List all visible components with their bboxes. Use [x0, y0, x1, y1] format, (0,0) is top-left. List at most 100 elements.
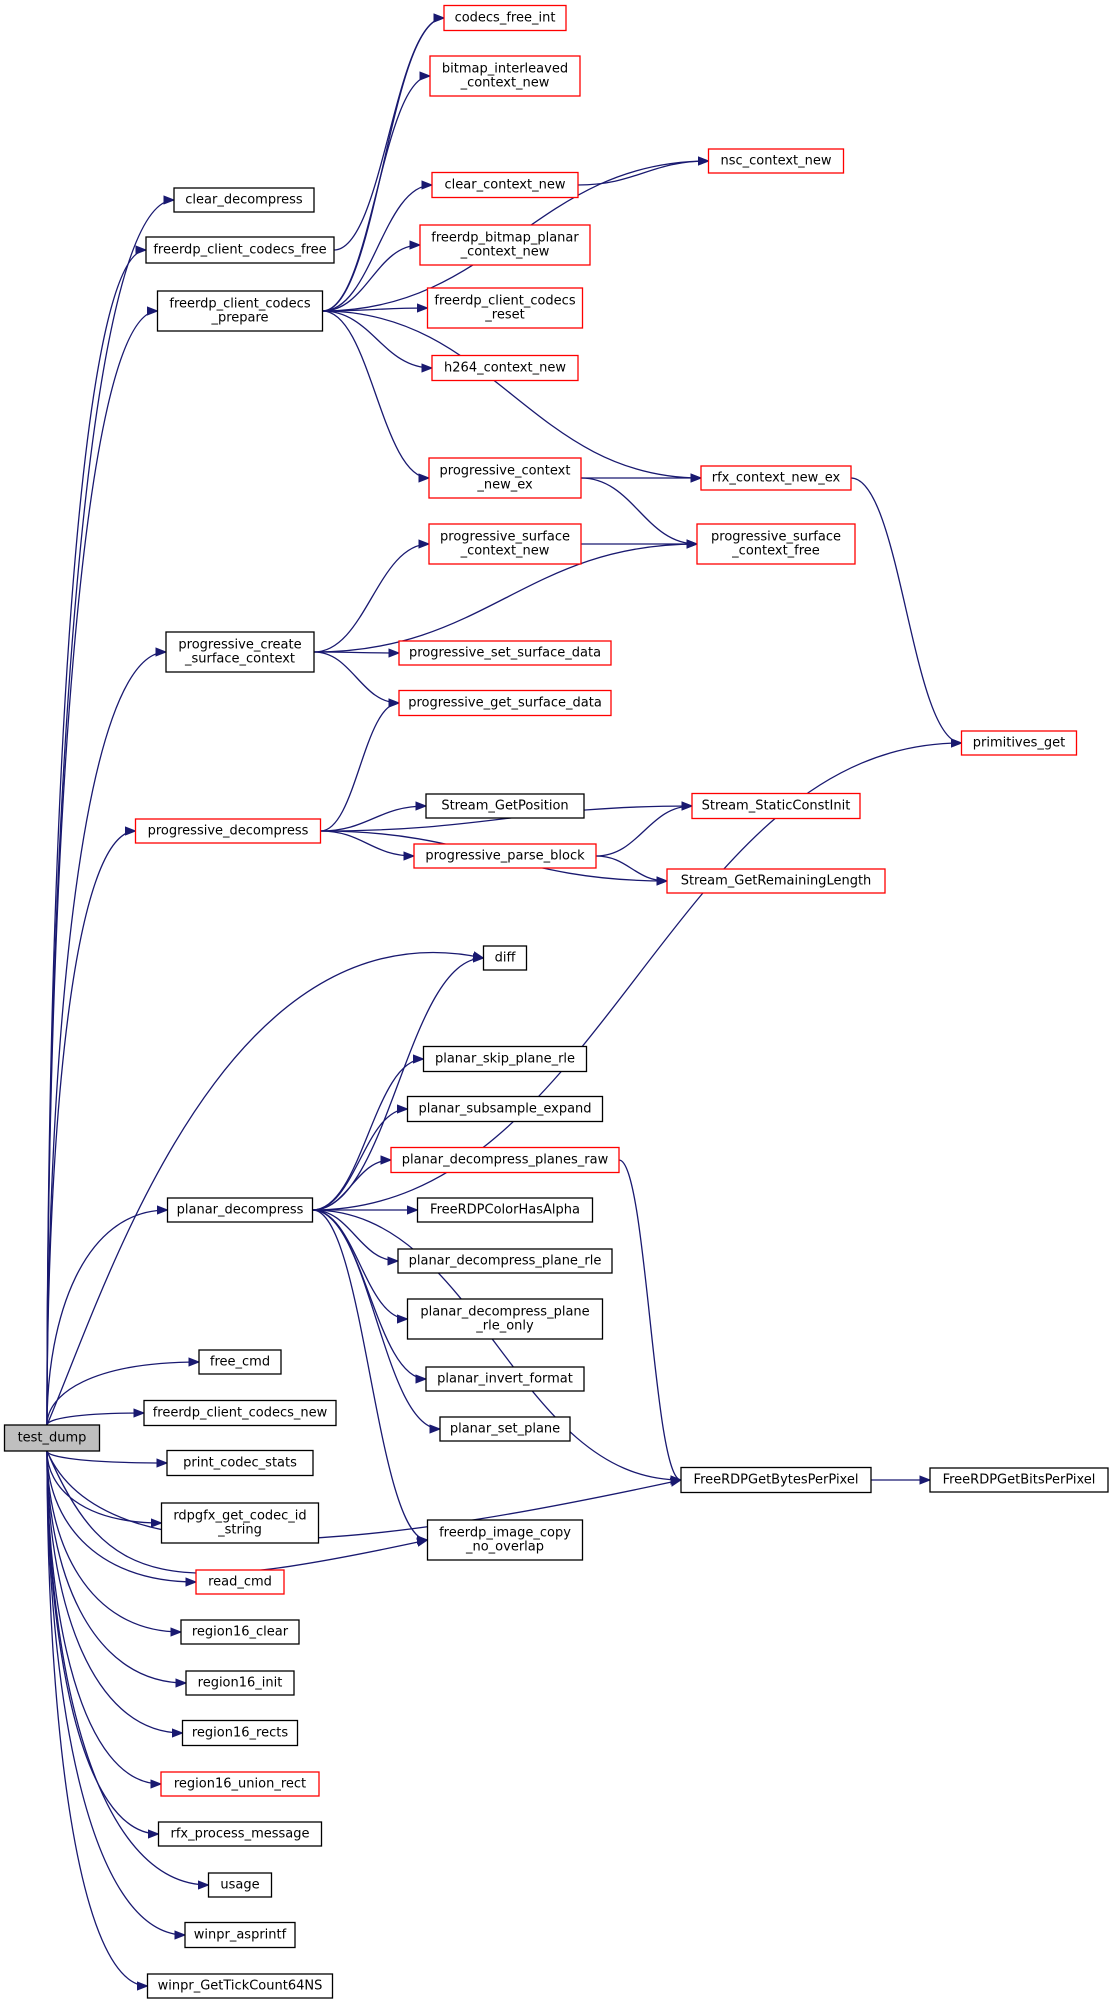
node-box	[431, 354, 579, 382]
node-planar-decompress-plane-rle-only[interactable]: planar_decompress_plane_rle_only	[406, 1298, 604, 1340]
node-box	[431, 171, 579, 199]
node-free-rdpcolor-has-alpha[interactable]: FreeRDPColorHasAlpha	[416, 1197, 594, 1223]
edge-freerdp-client-codecs-prepare-to-freerdp-bitmap-planar-context-new	[322, 240, 422, 312]
node-stream-static-const-init[interactable]: Stream_StaticConstInit	[691, 792, 861, 820]
node-label: freerdp_client_codecs	[169, 297, 310, 312]
node-progressive-set-surface-data[interactable]: progressive_set_surface_data	[398, 640, 612, 666]
node-planar-subsample-expand[interactable]: planar_subsample_expand	[406, 1095, 604, 1123]
node-planar-decompress[interactable]: planar_decompress	[166, 1197, 314, 1223]
node-codecs-free-int[interactable]: codecs_free_int	[443, 4, 567, 32]
node-label: progressive_decompress	[148, 824, 309, 839]
node-clear-decompress[interactable]: clear_decompress	[173, 187, 315, 213]
node-bitmap-interleaved-context-new[interactable]: bitmap_interleaved_context_new	[429, 55, 581, 97]
node-freerdp-client-codecs-free[interactable]: freerdp_client_codecs_free	[145, 236, 335, 264]
node-label: FreeRDPColorHasAlpha	[430, 1203, 580, 1218]
edge-planar-decompress-to-primitives-get	[312, 738, 963, 1211]
node-rdpgfx-get-codec-id-string[interactable]: rdpgfx_get_codec_id_string	[160, 1502, 320, 1544]
node-box	[398, 689, 612, 717]
node-free-rdpget-bits-per-pixel[interactable]: FreeRDPGetBitsPerPixel	[929, 1467, 1109, 1493]
node-label: Stream_GetRemainingLength	[681, 874, 872, 889]
node-label: freerdp_client_codecs_free	[153, 243, 326, 258]
edge-test-dump-to-region16-rects	[46, 1450, 184, 1738]
node-h264-context-new[interactable]: h264_context_new	[431, 354, 579, 382]
node-freerdp-image-copy-no-overlap[interactable]: freerdp_image_copy_no_overlap	[426, 1519, 584, 1561]
node-label: usage	[220, 1878, 259, 1893]
node-stream-get-position[interactable]: Stream_GetPosition	[425, 793, 585, 819]
node-usage[interactable]: usage	[207, 1872, 273, 1898]
node-winpr-asprintf[interactable]: winpr_asprintf	[184, 1921, 296, 1949]
node-box	[425, 1366, 585, 1392]
node-region16-init[interactable]: region16_init	[185, 1670, 295, 1696]
node-box	[157, 1821, 323, 1847]
node-planar-decompress-plane-rle[interactable]: planar_decompress_plane_rle	[397, 1248, 613, 1274]
node-label: FreeRDPGetBitsPerPixel	[943, 1473, 1096, 1488]
node-label: _string	[217, 1523, 262, 1538]
edge-test-dump-to-diff	[46, 951, 485, 1426]
edge-test-dump-to-usage	[46, 1450, 210, 1890]
node-winpr-get-tick-count64-ns[interactable]: winpr_GetTickCount64NS	[146, 1973, 334, 1999]
node-progressive-get-surface-data[interactable]: progressive_get_surface_data	[398, 689, 612, 717]
node-planar-set-plane[interactable]: planar_set_plane	[439, 1416, 571, 1442]
edge-freerdp-client-codecs-prepare-to-rfx-context-new-ex	[322, 310, 703, 483]
node-label: winpr_GetTickCount64NS	[158, 1979, 323, 1994]
node-label: progressive_surface	[711, 530, 841, 545]
node-label: freerdp_image_copy	[439, 1526, 571, 1541]
edge-planar-decompress-planes-raw-to-free-rdpget-bytes-per-pixel	[618, 1159, 683, 1485]
node-label: Stream_GetPosition	[441, 799, 568, 814]
node-nsc-context-new[interactable]: nsc_context_new	[707, 148, 845, 174]
node-rfx-process-message[interactable]: rfx_process_message	[157, 1821, 323, 1847]
node-box	[166, 1197, 314, 1223]
edge-test-dump-to-print-codec-stats	[46, 1450, 169, 1468]
node-freerdp-client-codecs-new[interactable]: freerdp_client_codecs_new	[143, 1399, 337, 1427]
node-label: progressive_set_surface_data	[409, 646, 601, 661]
node-progressive-create-surface-context[interactable]: progressive_create_surface_context	[165, 631, 315, 673]
node-label: progressive_context	[440, 464, 571, 479]
edge-test-dump-to-free-cmd	[46, 1357, 201, 1426]
node-stream-get-remaining-length[interactable]: Stream_GetRemainingLength	[666, 868, 886, 894]
node-freerdp-client-codecs-prepare[interactable]: freerdp_client_codecs_prepare	[156, 290, 324, 332]
node-test-dump[interactable]: test_dump	[3, 1424, 101, 1452]
node-label: progressive_get_surface_data	[408, 696, 602, 711]
node-region16-union-rect[interactable]: region16_union_rect	[160, 1771, 320, 1797]
node-planar-decompress-planes-raw[interactable]: planar_decompress_planes_raw	[390, 1146, 620, 1174]
node-box	[398, 640, 612, 666]
node-planar-invert-format[interactable]: planar_invert_format	[425, 1366, 585, 1392]
node-planar-skip-plane-rle[interactable]: planar_skip_plane_rle	[422, 1045, 588, 1073]
edges-layer	[46, 13, 963, 1991]
node-free-cmd[interactable]: free_cmd	[198, 1349, 282, 1375]
edge-rfx-context-new-ex-to-primitives-get	[850, 477, 963, 748]
edge-test-dump-to-region16-init	[46, 1450, 188, 1688]
node-region16-rects[interactable]: region16_rects	[181, 1719, 299, 1747]
node-label: planar_decompress	[177, 1203, 304, 1218]
node-clear-context-new[interactable]: clear_context_new	[431, 171, 579, 199]
edge-planar-decompress-to-planar-subsample-expand	[312, 1104, 409, 1211]
node-progressive-surface-context-new[interactable]: progressive_surface_context_new	[428, 523, 582, 565]
node-progressive-parse-block[interactable]: progressive_parse_block	[413, 843, 597, 869]
node-label: free_cmd	[210, 1355, 270, 1370]
node-progressive-decompress[interactable]: progressive_decompress	[134, 818, 322, 844]
node-read-cmd[interactable]: read_cmd	[195, 1569, 285, 1595]
node-label: bitmap_interleaved	[442, 62, 568, 77]
node-box	[691, 792, 861, 820]
node-progressive-context-new-ex[interactable]: progressive_context_new_ex	[428, 457, 582, 499]
node-region16-clear[interactable]: region16_clear	[180, 1619, 300, 1645]
node-progressive-surface-context-free[interactable]: progressive_surface_context_free	[696, 523, 856, 565]
node-label: freerdp_bitmap_planar	[431, 231, 579, 246]
node-box	[143, 1399, 337, 1427]
node-label: read_cmd	[208, 1575, 272, 1590]
node-freerdp-client-codecs-reset[interactable]: freerdp_client_codecs_reset	[426, 287, 584, 329]
edge-progressive-create-surface-context-to-progressive-set-surface-data	[313, 648, 401, 658]
node-primitives-get[interactable]: primitives_get	[960, 730, 1078, 756]
node-rfx-context-new-ex[interactable]: rfx_context_new_ex	[700, 465, 852, 491]
node-label: freerdp_client_codecs_new	[153, 1406, 328, 1421]
node-print-codec-stats[interactable]: print_codec_stats	[166, 1449, 314, 1477]
edge-progressive-context-new-ex-to-progressive-surface-context-free	[580, 477, 699, 549]
node-diff[interactable]: diff	[482, 945, 528, 971]
node-box	[146, 1973, 334, 1999]
node-freerdp-bitmap-planar-context-new[interactable]: freerdp_bitmap_planar_context_new	[419, 224, 591, 266]
node-box	[160, 1771, 320, 1797]
node-free-rdpget-bytes-per-pixel[interactable]: FreeRDPGetBytesPerPixel	[680, 1466, 872, 1494]
node-box	[166, 1449, 314, 1477]
node-box	[666, 868, 886, 894]
node-label: _new_ex	[476, 478, 533, 493]
